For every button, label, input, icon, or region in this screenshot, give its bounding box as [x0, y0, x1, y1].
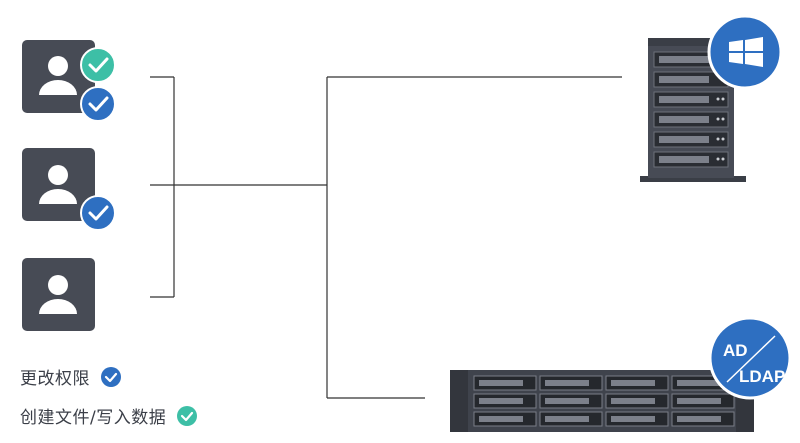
- legend-label: 更改权限: [20, 369, 90, 389]
- check-icon: [80, 86, 116, 122]
- check-icon: [177, 405, 198, 426]
- check-icon: [80, 195, 116, 231]
- user-icon: [39, 165, 77, 204]
- rack-nas-icon: [450, 370, 754, 432]
- user-icon: [39, 275, 77, 314]
- user-1[interactable]: [22, 40, 116, 122]
- badge-ad-text: AD: [723, 341, 748, 360]
- legend-label: 创建文件/写入数据: [20, 408, 167, 428]
- ad-ldap-badge: AD LDAP: [708, 316, 792, 400]
- windows-logo-icon: [707, 14, 783, 90]
- legend-create-write-data: 创建文件/写入数据: [20, 403, 198, 428]
- check-icon: [80, 47, 116, 83]
- check-icon: [101, 366, 121, 387]
- user-2[interactable]: [22, 148, 116, 231]
- legend-modify-permissions: 更改权限: [20, 364, 122, 389]
- connector-lines: [150, 76, 622, 399]
- user-icon: [39, 56, 77, 95]
- badge-ldap-text: LDAP: [739, 367, 785, 386]
- user-3[interactable]: [22, 258, 95, 331]
